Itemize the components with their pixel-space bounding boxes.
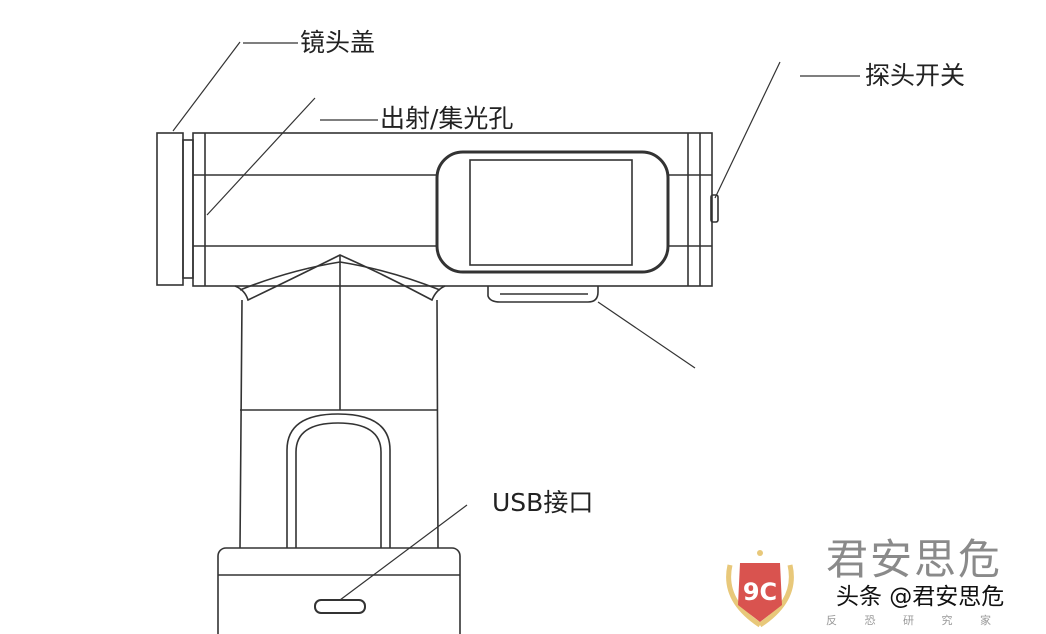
handle-arch	[286, 413, 391, 548]
usb-port	[314, 599, 366, 614]
label-aperture: 出射/集光孔	[380, 104, 514, 133]
display-window	[435, 150, 670, 274]
label-lens-cap: 镜头盖	[300, 28, 376, 57]
lens-cap	[156, 132, 184, 286]
label-usb-port: USB接口	[492, 488, 594, 517]
watermark: 头条 @君安思危	[836, 584, 1005, 610]
logo-badge-text: 9C	[743, 578, 777, 606]
lens-ring	[182, 139, 194, 279]
handle	[239, 299, 439, 549]
base-block	[217, 547, 461, 634]
aperture-bump	[487, 286, 599, 303]
leader-lines	[172, 41, 860, 601]
probe-switch	[710, 194, 719, 223]
label-probe-switch: 探头开关	[865, 61, 966, 90]
probe-body	[192, 132, 713, 287]
logo-badge: 9C	[726, 550, 794, 628]
logo-subtitle: 反 恐 研 究 家	[826, 614, 1003, 627]
logo-text: 君安思危	[826, 535, 1003, 584]
